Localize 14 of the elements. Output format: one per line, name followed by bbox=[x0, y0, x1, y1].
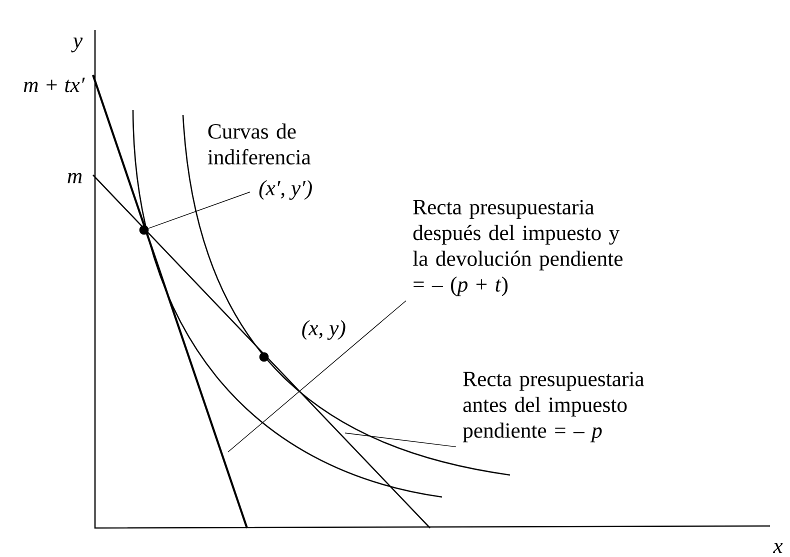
tangency-point bbox=[139, 225, 149, 235]
callout-text: Recta presupuestaria antes del impuesto pendiente = – p bbox=[462, 372, 644, 442]
curve-label: Curvas de indiferencia bbox=[208, 123, 311, 165]
axis-label: m + tx′ bbox=[24, 78, 85, 92]
tangency-point bbox=[259, 352, 269, 362]
point-label: (x, y) bbox=[302, 320, 346, 340]
leader-line bbox=[344, 432, 456, 448]
axis-label: x bbox=[772, 543, 783, 553]
leader-line bbox=[148, 192, 250, 229]
axis-label: y bbox=[71, 38, 83, 52]
callout-text: Recta presupuestaria después del impuesto y la devolución pendiente = – (p + t) bbox=[413, 200, 622, 296]
axis-label: m bbox=[68, 172, 82, 184]
leader-line bbox=[228, 300, 406, 452]
callout-text: (x′, y′) bbox=[259, 180, 312, 200]
